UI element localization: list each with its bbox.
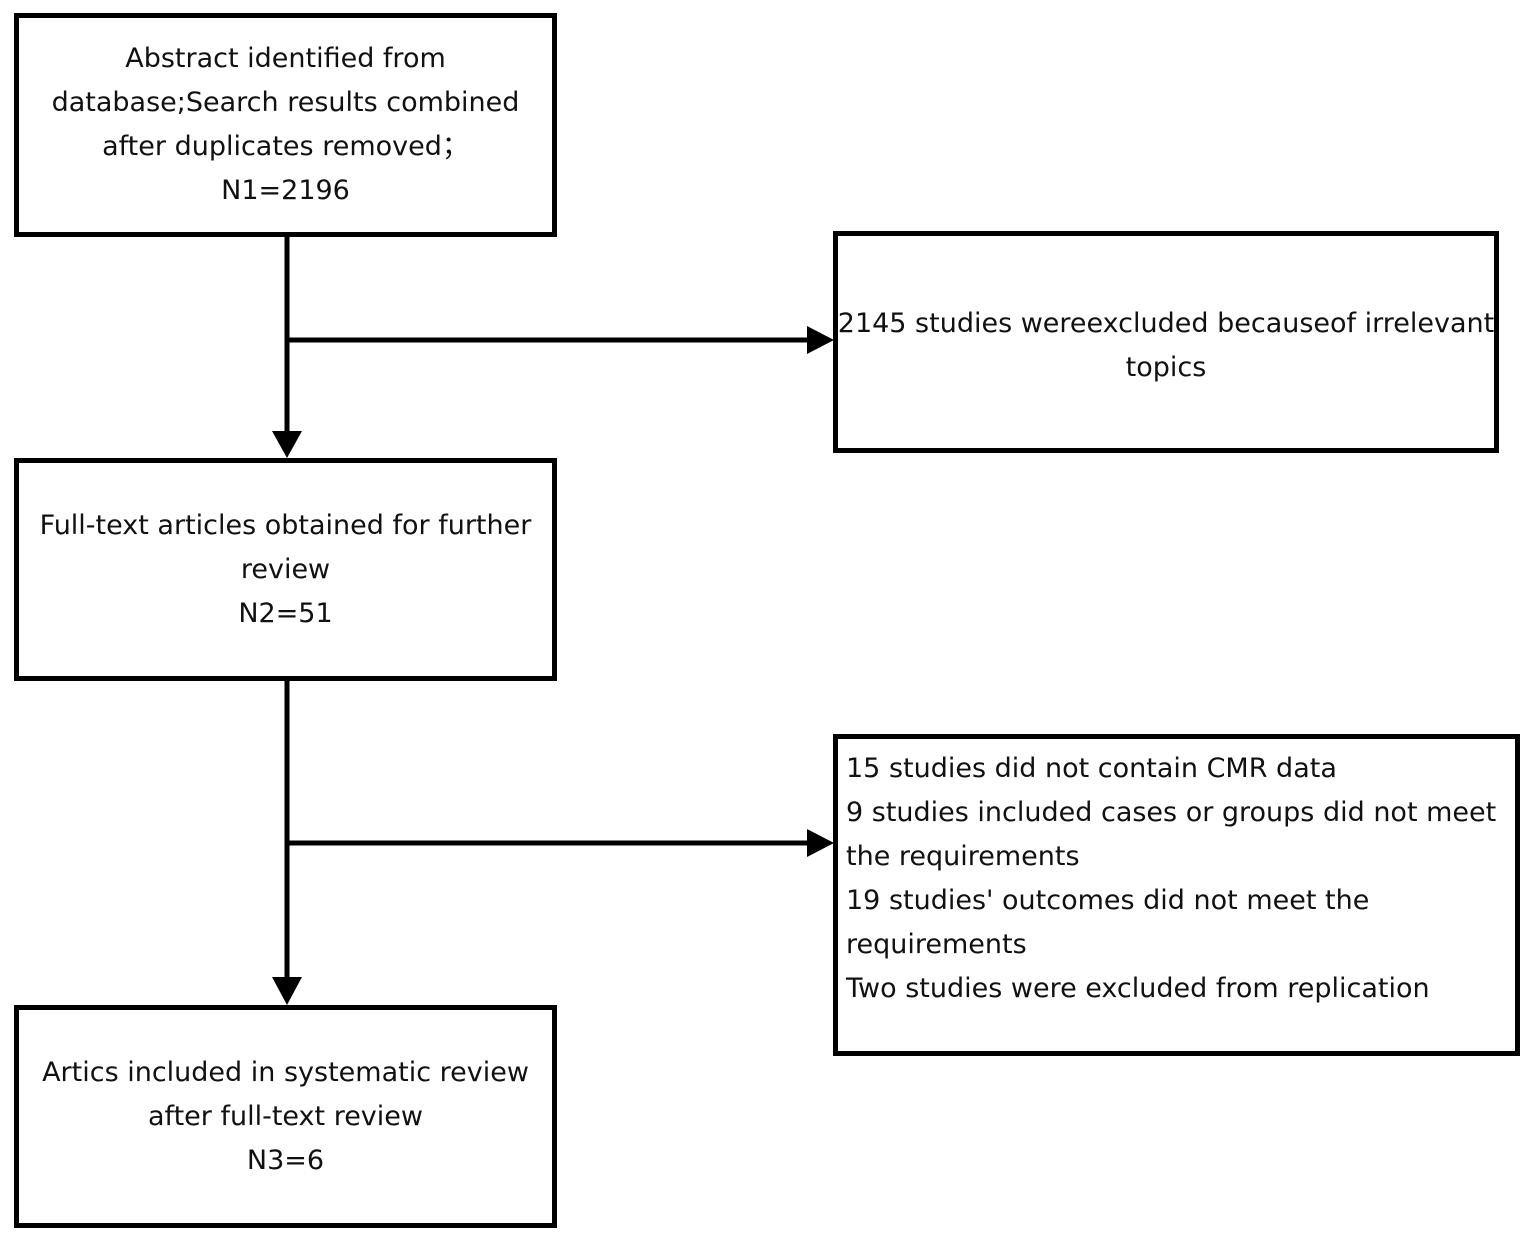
box-text-line: Full-text articles obtained for further <box>39 509 532 541</box>
box-text-line: after full-text review <box>148 1100 423 1132</box>
box-text-line: 2145 studies wereexcluded becauseof irre… <box>837 308 1495 339</box>
excluded-irrelevant-topics-box: 2145 studies wereexcluded becauseof irre… <box>833 231 1499 453</box>
box-text-line: Abstract identified from <box>125 43 446 74</box>
box-text-line: the requirements <box>846 841 1080 872</box>
box-text-line: N1=2196 <box>221 175 350 206</box>
fulltext-articles-box: Full-text articles obtained for further … <box>14 458 557 681</box>
box-text-line: review <box>240 553 331 585</box>
arrowhead-to-fulltext <box>272 431 302 458</box>
box-text-line: topics <box>1125 352 1207 383</box>
box-text-line: database;Search results combined <box>51 87 520 118</box>
arrowhead-to-excluded-fulltext <box>807 829 834 857</box>
box-text-line: N2=51 <box>238 597 333 629</box>
box-text-line: after duplicates removed； <box>102 131 469 162</box>
box-text-line: 15 studies did not contain CMR data <box>846 753 1337 784</box>
arrowhead-to-included <box>272 977 302 1005</box>
arrowhead-to-excluded-topics <box>807 326 834 354</box>
box-text-line: Artics included in systematic review <box>42 1056 529 1088</box>
box-text-line: N3=6 <box>246 1144 325 1176</box>
identified-records-box: Abstract identified from database;Search… <box>14 13 557 237</box>
box-text-line: requirements <box>846 929 1027 960</box>
box-text-line: Two studies were excluded from replicati… <box>846 973 1430 1004</box>
included-studies-box: Artics included in systematic review aft… <box>14 1005 557 1228</box>
excluded-fulltext-reasons-box: 15 studies did not contain CMR data 9 st… <box>833 734 1520 1056</box>
box-text-line: 19 studies' outcomes did not meet the <box>846 885 1370 916</box>
box-text-line: 9 studies included cases or groups did n… <box>846 797 1497 828</box>
